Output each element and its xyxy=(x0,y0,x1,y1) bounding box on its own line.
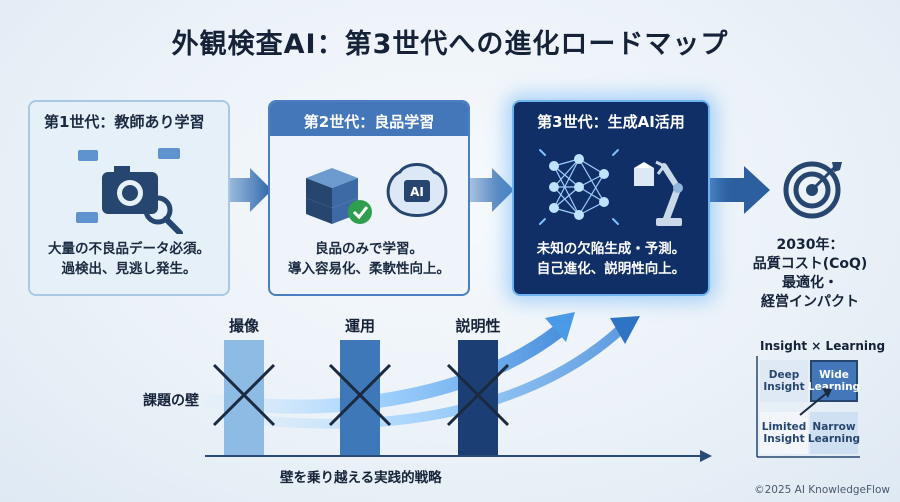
generation-2-header: 第2世代：良品学習 xyxy=(270,102,468,136)
strategy-label: 壁を乗り越える実践的戦略 xyxy=(280,470,442,486)
target-icon xyxy=(783,161,842,219)
wall-imaging xyxy=(224,340,264,455)
page-title: 外観検査AI：第3世代への進化ロードマップ xyxy=(171,29,729,60)
generation-3-card: 第3世代：生成AI活用 未知の欠陥生成・予測。 自己進化、説明性向上。 xyxy=(512,100,710,296)
wall-operation xyxy=(340,340,380,455)
copyright-footer: ©2025 AI KnowledgeFlow xyxy=(754,484,890,496)
matrix-title: Insight × Learning xyxy=(760,339,886,353)
generation-3-description: 未知の欠陥生成・予測。 自己進化、説明性向上。 xyxy=(536,241,686,277)
generation-2-description: 良品のみで学習。 導入容易化、柔軟性向上。 xyxy=(288,241,450,277)
ai-chip-label: AI xyxy=(410,185,424,199)
ai-brain-icon: AI xyxy=(386,163,448,217)
wall-label-imaging: 撮像 xyxy=(228,317,259,335)
generation-3-header: 第3世代：生成AI活用 xyxy=(537,113,685,131)
generation-1-header: 第1世代：教師あり学習 xyxy=(44,113,205,131)
challenge-wall-label: 課題の壁 xyxy=(143,393,199,409)
generation-1-card: 第1世代：教師あり学習 大量の不良品データ必須。 過検出、見逃し発生。 xyxy=(28,100,230,296)
bottom-axis-arrow xyxy=(205,450,712,462)
camera-search-icon xyxy=(76,148,183,234)
neural-network-icon xyxy=(539,149,619,225)
generation-1-description: 大量の不良品データ必須。 過検出、見逃し発生。 xyxy=(48,241,210,277)
arrow-3-to-goal xyxy=(710,166,770,214)
robot-arm-icon xyxy=(634,160,683,226)
generation-2-card: 第2世代：良品学習 AI 良品のみで学習。 導入容易化、柔軟性向上。 xyxy=(268,100,470,296)
wall-label-operation: 運用 xyxy=(344,317,375,335)
wall-label-explainability: 説明性 xyxy=(455,317,501,335)
wall-explainability xyxy=(458,340,498,455)
boxes-check-icon xyxy=(306,168,372,224)
goal-text: 2030年： 品質コスト(CoQ) 最適化・ 経営インパクト xyxy=(752,237,868,310)
